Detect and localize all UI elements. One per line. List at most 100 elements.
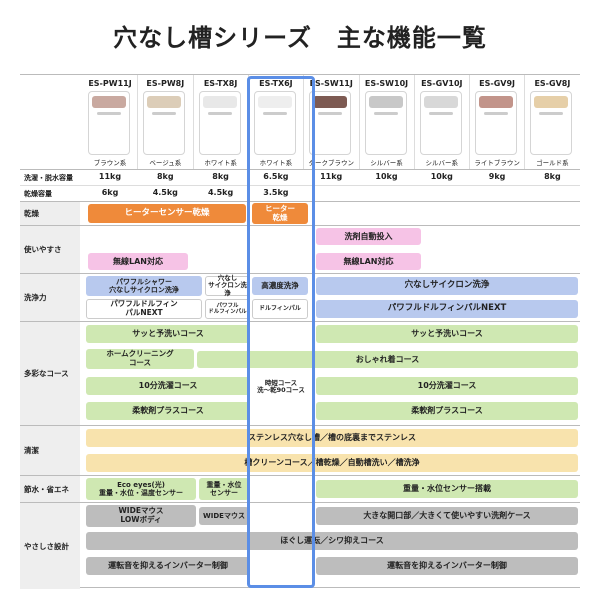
washer-lid [479,96,514,108]
feature-dolphin-next-left: パワフルドルフィン パルNEXT [86,299,202,319]
wash-capacity: 11kg [98,172,122,181]
row-label-courses: 多彩なコース [20,322,80,425]
wash-capacity: 6.5kg [263,172,289,181]
washer-lid [313,96,348,108]
washer-image [198,91,241,155]
feature-eco-eyes: Eco eyes(光) 重量・水位・温度センサー [86,478,196,500]
wash-capacity: 10kg [430,172,453,181]
feature-hogushi: ほぐし運転／シワ抑えコース [86,532,578,550]
feature-wide-mouth-small: WIDEマウス [199,507,249,525]
model-color: シルバー系 [370,159,403,167]
washer-image [475,91,518,155]
washer-image [88,91,130,155]
model-color: ホワイト系 [259,159,293,167]
column-divider [469,75,471,169]
feature-wifi-left: 無線LAN対応 [88,253,188,270]
wash-capacity: 10kg [375,172,398,181]
washer-panel [97,112,121,115]
feature-jitan: 時短コース 洗～乾90コース [257,378,305,394]
model-name: ES-GV9J [479,79,516,88]
washer-lid [202,96,237,108]
washer-image [530,91,573,155]
feature-high-density: 高濃度洗浄 [252,277,308,295]
column-divider [247,75,249,169]
feature-heater-dry: ヒーターセンサー乾燥 [88,204,246,223]
feature-wifi-right: 無線LAN対応 [316,253,421,270]
feature-dolphin-next-right: パワフルドルフィンパルNEXT [316,300,578,318]
dry-capacity: 3.5kg [263,188,289,197]
row-label-design: やさしさ設計 [20,503,80,589]
feature-power-shower: パワフルシャワー 穴なしサイクロン洗浄 [86,276,202,296]
washer-image [364,91,407,155]
washer-panel [152,112,177,115]
washer-image [419,91,462,155]
model-name: ES-GV8J [534,79,571,88]
feature-heater-dry-short: ヒーター 乾燥 [252,203,308,224]
feature-softener-right: 柔軟剤プラスコース [316,402,578,420]
model-name: ES-SW11J [309,79,353,88]
washer-panel [539,112,564,115]
feature-weight-water: 重量・水位センサー搭載 [316,480,578,498]
feature-auto-detergent: 洗剤自動投入 [316,228,421,245]
wash-capacity: 8kg [544,172,561,181]
model-name: ES-PW11J [88,79,132,88]
feature-quick-right: サッと予洗いコース [316,325,578,343]
column-divider [524,75,526,169]
feature-inverter-left: 運転音を抑えるインバーター制御 [86,557,250,575]
washer-panel [262,112,287,115]
feature-cyclone: 穴なしサイクロン洗浄 [316,277,578,295]
feature-softener-left: 柔軟剤プラスコース [86,402,250,420]
model-color: ブラウン系 [93,159,127,167]
feature-ten-min-right: 10分洗濯コース [316,377,578,395]
wash-capacity: 8kg [156,172,174,181]
model-name: ES-SW10J [364,79,409,88]
feature-stainless: ステンレス穴なし槽／槽の底裏までステンレス [86,429,578,447]
model-color: ダークブラウン [308,159,354,167]
feature-ten-min-left: 10分洗濯コース [86,377,250,395]
column-divider [137,75,139,169]
row-label-washing: 洗浄力 [20,274,80,321]
feature-dolphin-small2: ドルフィンパル [252,299,308,319]
model-name: ES-TX8J [203,79,238,88]
dry-capacity: 6kg [101,188,119,197]
feature-home-cleaning: ホームクリーニング コース [86,349,194,369]
washer-image [143,91,186,155]
column-divider [192,75,194,169]
model-color: シルバー系 [425,159,459,167]
wash-capacity: 8kg [212,172,229,181]
washer-panel [207,112,232,115]
row-label-clean: 清潔 [20,426,80,475]
feature-wide-mouth: WIDEマウス LOWボディ [86,505,196,527]
model-color: ゴールド系 [536,159,569,167]
washer-image [309,91,352,155]
feature-big-opening: 大きな開口部／大きくて使いやすい洗剤ケース [316,507,578,525]
feature-quick-left: サッと予洗いコース [86,325,250,343]
model-color: ホワイト系 [204,159,237,167]
row-label-eco: 節水・省エネ [20,476,80,502]
washer-lid [423,96,458,108]
row-label-dry: 乾燥容量 [20,186,80,201]
washer-lid [368,96,403,108]
model-color: ライトブラウン [474,159,520,167]
model-name: ES-PW8J [146,79,185,88]
model-name: ES-GV10J [421,79,463,88]
column-divider [413,75,415,169]
feature-tub-clean: 槽クリーンコース／槽乾燥／自動槽洗い／槽洗浄 [86,454,578,472]
model-color: ベージュ系 [149,159,182,167]
row-label-wash: 洗濯・脱水容量 [20,170,80,185]
washer-panel [318,112,343,115]
washer-lid [147,96,182,108]
row-label-drying: 乾燥 [20,202,80,225]
feature-cyclone-small: 穴なし サイクロン洗浄 [205,274,250,296]
feature-weight-water-small: 重量・水位 センサー [199,478,249,500]
feature-dolphin-small1: パワフル ドルフィンパル [205,299,250,319]
wash-capacity: 11kg [320,172,343,181]
dry-capacity: 4.5kg [152,188,178,197]
dry-capacity: 4.5kg [207,188,234,197]
comparison-table: 洗濯・脱水容量 乾燥容量 乾燥 使いやすさ 洗浄力 多彩なコース 清潔 節水・省… [20,74,580,589]
model-name: ES-TX6J [259,79,293,88]
washer-lid [257,96,292,108]
washer-lid [534,96,569,108]
wash-capacity: 9kg [488,172,506,181]
column-divider [358,75,360,169]
